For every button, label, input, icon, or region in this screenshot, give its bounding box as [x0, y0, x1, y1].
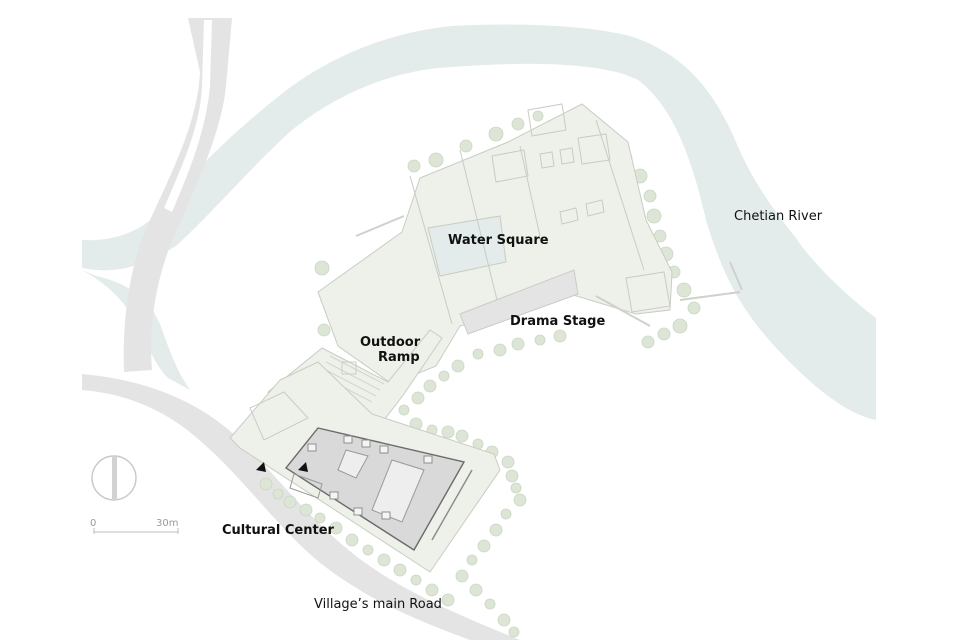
tree [532, 110, 544, 122]
tree [501, 455, 515, 469]
tree [455, 569, 469, 583]
tree [441, 425, 455, 439]
label-chetian-river: Chetian River [734, 209, 823, 224]
tree [407, 159, 421, 173]
tree [299, 503, 313, 517]
tree [477, 539, 491, 553]
label-outdoor-ramp-line1: Outdoor [360, 335, 421, 350]
scale-bar: 0 30m [90, 518, 179, 534]
tree [398, 404, 410, 416]
tree [314, 512, 326, 524]
tree [377, 553, 391, 567]
tree [472, 348, 484, 360]
trees [259, 110, 701, 638]
water-square [427, 215, 507, 277]
tree [672, 318, 688, 334]
tree [488, 126, 504, 142]
tree [438, 370, 450, 382]
cultural-center-hall [371, 459, 425, 523]
label-drama-stage: Drama Stage [510, 314, 605, 329]
tree [497, 613, 511, 627]
cultural-center-terrace [249, 391, 309, 441]
tree [411, 391, 425, 405]
tree [511, 117, 525, 131]
label-outdoor-ramp-line2: Ramp [378, 350, 420, 365]
tree [259, 477, 273, 491]
tree [508, 626, 520, 638]
tree [272, 488, 284, 500]
walkways [355, 215, 743, 327]
tree [345, 533, 359, 547]
tree [459, 139, 473, 153]
tree [676, 282, 692, 298]
tree [489, 523, 503, 537]
tree [329, 521, 343, 535]
cultural-center-rooflights [307, 435, 433, 520]
tree [657, 327, 671, 341]
scale-start-label: 0 [90, 518, 96, 529]
tree [513, 493, 527, 507]
river [82, 24, 876, 420]
tree [643, 189, 657, 203]
entrance-arrow-outside [256, 462, 266, 472]
cultural-center-foyer [289, 473, 323, 499]
tree [484, 598, 496, 610]
tree [423, 379, 437, 393]
tree [510, 482, 522, 494]
tree [687, 301, 701, 315]
tree [393, 563, 407, 577]
cultural-center-room [337, 449, 369, 479]
scale-end-label: 30m [156, 518, 178, 529]
tree [641, 335, 655, 349]
drama-stage [459, 269, 579, 335]
cultural-center-edge [431, 469, 473, 541]
tree [314, 260, 330, 276]
label-cultural-center: Cultural Center [222, 523, 335, 538]
tree [493, 343, 507, 357]
cultural-center-building [284, 427, 466, 551]
tree [505, 469, 519, 483]
tree [362, 544, 374, 556]
label-water-square: Water Square [448, 233, 549, 248]
tree [469, 583, 483, 597]
tree [425, 583, 439, 597]
tree [500, 508, 512, 520]
tree [466, 554, 478, 566]
entrance-arrow-inside [298, 462, 308, 472]
river-lower-inlet [82, 270, 190, 390]
tree [451, 359, 465, 373]
tree [410, 574, 422, 586]
tree [553, 329, 567, 343]
tree [455, 429, 469, 443]
label-main-road: Village’s main Road [314, 597, 442, 612]
tree [511, 337, 525, 351]
ramp-steps [317, 355, 385, 403]
tree [283, 495, 297, 509]
water-square-blocks [409, 103, 671, 325]
tree [441, 593, 455, 607]
tree [534, 334, 546, 346]
north-arrow [91, 455, 137, 501]
road-branch [164, 20, 212, 212]
ramp-kiosk [341, 361, 357, 375]
tree [646, 208, 662, 224]
tree [317, 323, 331, 337]
tree [428, 152, 444, 168]
